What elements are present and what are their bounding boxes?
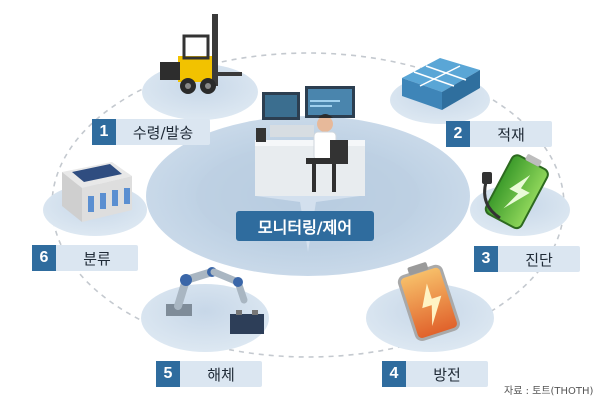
step-6-sorting: 6 분류 (32, 245, 138, 271)
platform-dismantle (141, 284, 269, 352)
step-number: 5 (156, 361, 180, 387)
center-monitoring-label: 모니터링/제어 (236, 211, 374, 241)
step-label: 해체 (207, 365, 235, 384)
step-label: 수령/발송 (132, 123, 194, 142)
battery-charging-icon (482, 154, 549, 230)
battery-stack-icon (402, 58, 480, 110)
step-number: 2 (446, 121, 470, 147)
step-2-loading: 2 적재 (446, 121, 552, 147)
step-4-discharge: 4 방전 (382, 361, 488, 387)
step-5-dismantle: 5 해체 (156, 361, 262, 387)
step-number: 3 (474, 246, 498, 272)
battery-discharge-icon (397, 262, 460, 341)
step-number: 6 (32, 245, 56, 271)
operator-workstation-icon (255, 86, 365, 196)
step-label: 적재 (497, 125, 525, 144)
step-3-diagnosis: 3 진단 (474, 246, 580, 272)
step-label: 진단 (525, 250, 553, 269)
battery-sorter-icon (62, 162, 132, 222)
step-number: 4 (382, 361, 406, 387)
step-label: 분류 (83, 249, 111, 268)
robot-arm-icon (166, 267, 264, 334)
step-1-receiving-shipping: 1 수령/발송 (92, 119, 210, 145)
step-number: 1 (92, 119, 116, 145)
step-label: 방전 (433, 365, 461, 384)
forklift-icon (160, 14, 242, 94)
source-credit: 자료 : 토트(THOTH) (504, 386, 594, 397)
